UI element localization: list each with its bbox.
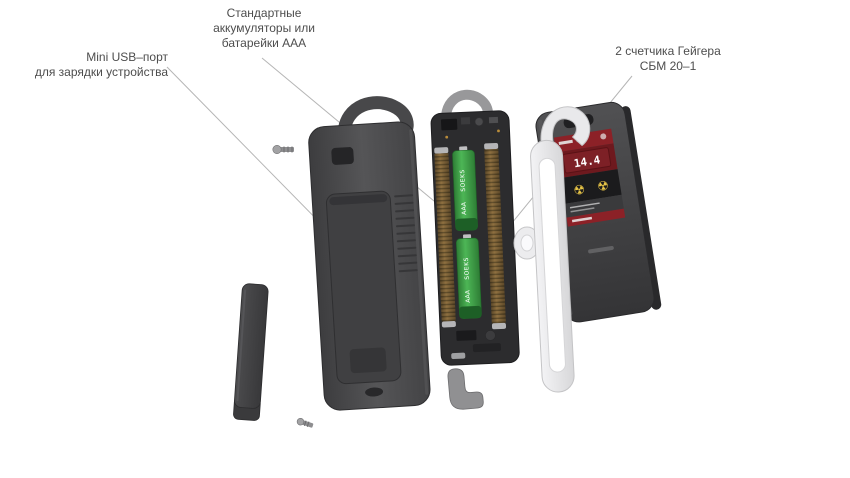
battery-aaa-top: SOEKS AAA bbox=[452, 146, 478, 231]
white-ring-piece bbox=[513, 226, 541, 260]
callout-usb-label: Mini USB–порт для зарядки устройства bbox=[30, 50, 168, 80]
battery-contact bbox=[451, 352, 466, 360]
main-case bbox=[308, 96, 431, 411]
geiger-tube-left bbox=[434, 147, 456, 328]
battery-aaa-bottom: SOEKS AAA bbox=[456, 234, 482, 319]
callout-usb-line1: Mini USB–порт bbox=[86, 50, 168, 64]
geiger-tube-right bbox=[484, 142, 507, 330]
callout-geiger-line1: 2 счетчика Гейгера bbox=[615, 44, 721, 58]
label-info-area bbox=[564, 194, 624, 218]
callout-battery-line2: аккумуляторы или bbox=[213, 21, 315, 35]
callout-battery-line3: батарейки AAA bbox=[221, 36, 307, 50]
battery-size-text: AAA bbox=[464, 289, 472, 303]
callout-battery-label: Стандартные аккумуляторы или батарейки A… bbox=[196, 6, 332, 51]
small-hook-clip bbox=[447, 368, 484, 410]
case-grip-texture bbox=[394, 194, 418, 273]
cover-label: 14.4 ☢ ☢ bbox=[553, 128, 626, 227]
case-recess bbox=[325, 190, 402, 385]
case-usb-opening bbox=[365, 387, 384, 397]
radiation-icon: ☢ bbox=[596, 179, 610, 196]
radiation-icon: ☢ bbox=[573, 183, 587, 200]
screw-top bbox=[272, 145, 294, 155]
battery-size-text: AAA bbox=[461, 201, 469, 215]
callout-usb-line2: для зарядки устройства bbox=[34, 65, 168, 79]
case-hook-slot bbox=[331, 147, 354, 165]
screw-small bbox=[296, 417, 314, 428]
display-reading: 14.4 bbox=[573, 153, 602, 170]
callout-geiger-label: 2 счетчика Гейгера СБМ 20–1 bbox=[608, 44, 728, 74]
callout-battery-line1: Стандартные bbox=[226, 6, 302, 20]
label-warning-area bbox=[560, 169, 622, 204]
battery-cover-strip bbox=[233, 283, 269, 421]
callout-geiger-line2: СБМ 20–1 bbox=[639, 59, 697, 73]
white-clip-hook bbox=[540, 106, 591, 152]
white-clip bbox=[530, 106, 591, 393]
battery-brand-text: SOEKS bbox=[463, 257, 471, 280]
battery-brand-text: SOEKS bbox=[459, 169, 467, 192]
internal-assembly: SOEKS AAA SOEKS AAA bbox=[430, 89, 520, 366]
